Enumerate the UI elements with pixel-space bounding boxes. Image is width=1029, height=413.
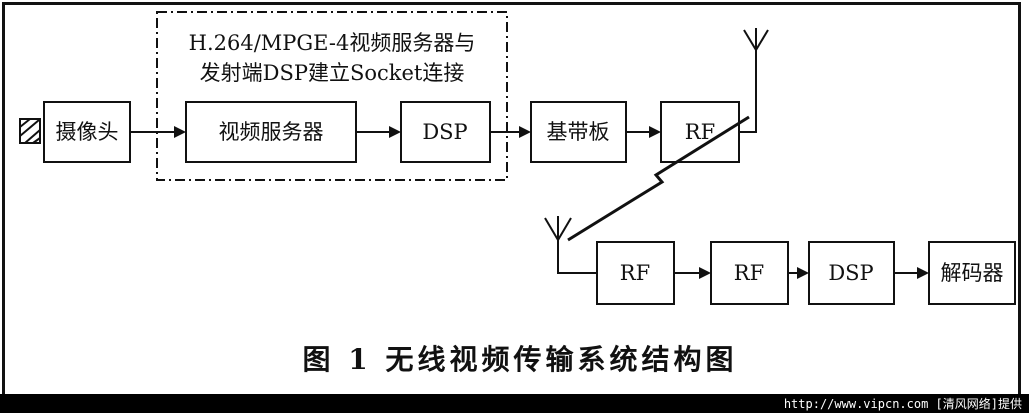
tx-dsp-block: DSP: [400, 101, 491, 163]
tx-dsp-label: DSP: [422, 120, 467, 144]
rx-antenna-icon: [544, 216, 597, 274]
group-label-line1: H.264/MPGE-4视频服务器与: [189, 31, 476, 55]
rx-rf2-label: RF: [734, 261, 764, 285]
baseband-label: 基带板: [547, 120, 610, 144]
rx-dsp-label: DSP: [828, 261, 873, 285]
arrow-dsp-to-decoder: [894, 267, 929, 279]
group-label-line2: 发射端DSP建立Socket连接: [200, 61, 465, 85]
tx-antenna-icon: [739, 28, 769, 133]
decoder-block: 解码器: [928, 241, 1016, 305]
arrow-camera-to-server: [130, 126, 186, 138]
watermark-bar: [0, 394, 1029, 413]
camera-block: 摄像头: [43, 101, 131, 163]
arrow-rf2-to-dsp: [788, 267, 809, 279]
rx-rf2-block: RF: [710, 241, 789, 305]
rx-rf1-label: RF: [620, 261, 650, 285]
arrow-dsp-to-baseband: [490, 126, 531, 138]
camera-label: 摄像头: [56, 120, 119, 144]
figure-caption: 图 1 无线视频传输系统结构图: [303, 343, 738, 376]
baseband-block: 基带板: [530, 101, 627, 163]
rx-rf1-block: RF: [596, 241, 675, 305]
video-server-label: 视频服务器: [219, 120, 324, 144]
wireless-link-icon: [567, 115, 750, 242]
camera-lens-icon: [19, 118, 41, 144]
decoder-label: 解码器: [941, 261, 1004, 285]
watermark-text: http://www.vipcn.com [清风网络]提供: [784, 396, 1022, 411]
video-server-block: 视频服务器: [185, 101, 357, 163]
rx-dsp-block: DSP: [808, 241, 895, 305]
arrow-baseband-to-rf: [626, 126, 661, 138]
tx-rf-block: RF: [660, 101, 740, 163]
arrow-server-to-dsp: [356, 126, 401, 138]
arrow-rf1-to-rf2: [674, 267, 711, 279]
server-dsp-group-boundary: [156, 11, 508, 181]
figure-frame: [2, 2, 1021, 403]
